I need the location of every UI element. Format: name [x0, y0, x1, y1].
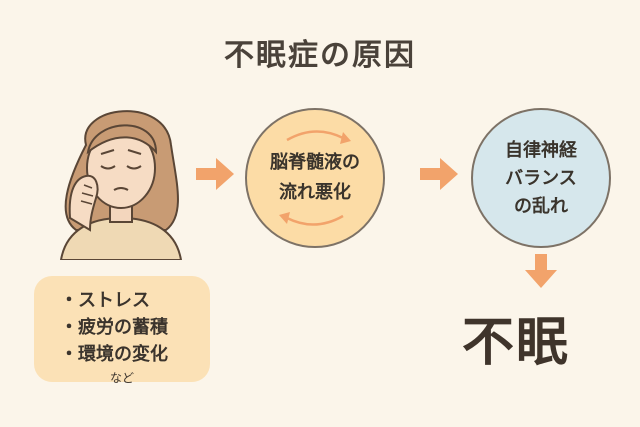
causes-box: ・ストレス ・疲労の蓄積 ・環境の変化 — [34, 276, 210, 382]
step2-label-line: 自律神経 — [505, 140, 577, 161]
right-arrow-icon — [420, 158, 458, 190]
step1-label-line: 脳脊髄液の — [270, 152, 360, 173]
page-title: 不眠症の原因 — [224, 38, 416, 73]
right-arrow-icon — [196, 158, 234, 190]
cause-item: ・環境の変化 — [60, 344, 168, 365]
step2-circle: 自律神経 バランス の乱れ — [471, 108, 611, 248]
cause-item: ・ストレス — [60, 290, 150, 311]
step1-circle: 脳脊髄液の 流れ悪化 — [245, 108, 385, 248]
step1-label-line: 流れ悪化 — [279, 182, 351, 203]
causes-note: など — [110, 371, 135, 385]
down-arrow-icon — [525, 254, 557, 288]
cause-item: ・疲労の蓄積 — [60, 317, 168, 338]
step2-label-line: の乱れ — [514, 196, 568, 217]
worried-woman-illustration — [59, 110, 183, 260]
result-label: 不眠 — [462, 313, 571, 373]
step2-label-line: バランス — [505, 168, 577, 189]
circular-arrows-icon — [279, 130, 351, 226]
